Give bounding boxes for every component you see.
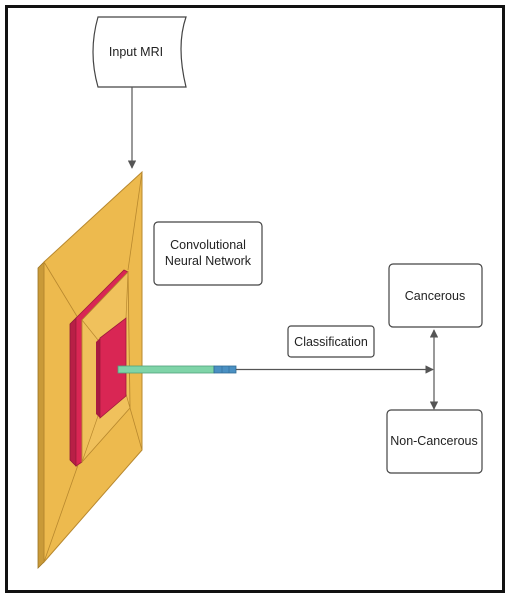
cnn-label-line1: Convolutional [170, 238, 246, 252]
cancerous-label: Cancerous [405, 289, 465, 303]
non-cancerous-label: Non-Cancerous [390, 434, 478, 448]
middle-layer-side [69, 317, 77, 467]
classification-node: Classification [287, 325, 375, 358]
input-mri-label: Input MRI [109, 45, 163, 59]
outer-layer-side [37, 261, 45, 569]
non-cancerous-node: Non-Cancerous [386, 409, 483, 474]
cnn-label-line2: Neural Network [165, 254, 252, 268]
cancerous-node: Cancerous [388, 263, 483, 328]
cnn-layers-graphic [37, 170, 143, 569]
input-mri-node: Input MRI [92, 16, 187, 88]
inner-layer-front [99, 317, 127, 419]
inner-layer-side [96, 338, 100, 418]
cnn-node: Convolutional Neural Network [153, 221, 263, 286]
flatten-bar [117, 365, 237, 374]
classification-label: Classification [294, 335, 368, 349]
